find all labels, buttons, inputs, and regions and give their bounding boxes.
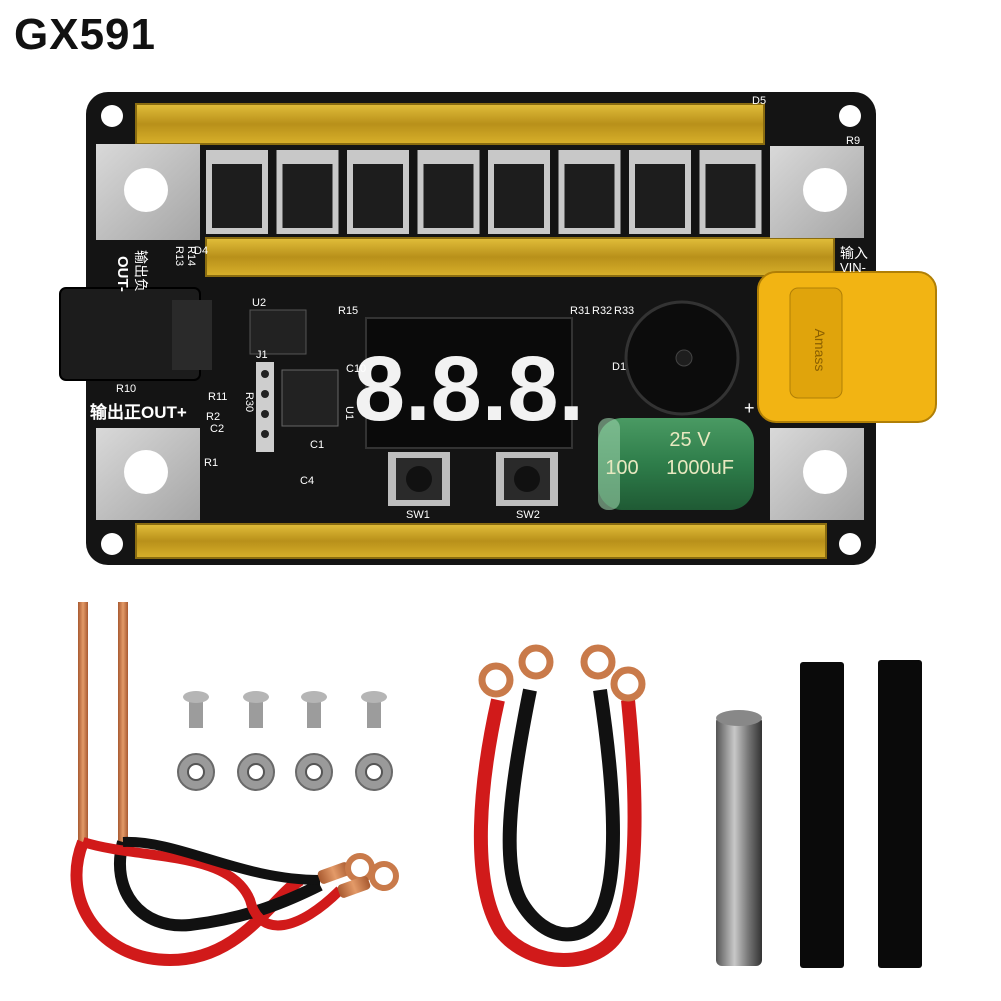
- screws-and-nuts: [177, 691, 393, 791]
- nut: [237, 753, 275, 791]
- mosfet: [347, 150, 409, 234]
- screw: [361, 691, 387, 728]
- mosfet-row: [206, 150, 762, 234]
- label-c2: C2: [210, 423, 224, 435]
- capacitor-voltage: 25 V: [669, 429, 711, 451]
- welding-pens: [70, 602, 399, 967]
- mosfet: [276, 150, 339, 234]
- label-r14: R14: [185, 246, 197, 266]
- label-r1: R1: [204, 457, 218, 469]
- seven-segment-display: [365, 317, 573, 449]
- pcb-board: 8.8.8. 25 V 1000uF 100: [59, 92, 937, 565]
- label-r30: R30: [243, 392, 255, 412]
- chip-u1: [281, 369, 339, 427]
- mount-hole: [839, 105, 861, 127]
- label-d4: D4: [194, 245, 208, 257]
- label-c10: C10: [346, 363, 366, 375]
- connector-brand: Amass: [812, 329, 828, 372]
- label-vin-cn: 输入: [840, 245, 868, 261]
- mount-hole: [101, 533, 123, 555]
- mosfet: [629, 150, 691, 234]
- gold-bus-bar: [205, 237, 835, 277]
- capacitor-capacity: 1000uF: [666, 457, 734, 479]
- label-r31: R31: [570, 305, 590, 317]
- label-plus: +: [744, 398, 755, 418]
- mount-hole: [839, 533, 861, 555]
- capacitor: 25 V 1000uF 100: [598, 418, 754, 510]
- gold-bus-bar: [135, 523, 827, 559]
- label-r10: R10: [116, 383, 136, 395]
- nut: [355, 753, 393, 791]
- xt60-connector: Amass: [757, 271, 937, 423]
- mount-hole: [101, 105, 123, 127]
- label-r32: R32: [592, 305, 612, 317]
- label-j1: J1: [256, 349, 268, 361]
- nut: [177, 753, 215, 791]
- battery-cable: [473, 644, 646, 967]
- nickel-strip-roll: [716, 710, 762, 966]
- header-j1: [256, 362, 274, 452]
- mosfet: [417, 150, 480, 234]
- label-d5: D5: [752, 95, 766, 107]
- ring-terminal: [317, 853, 399, 898]
- label-u2: U2: [252, 297, 266, 309]
- label-r2: R2: [206, 411, 220, 423]
- label-r15: R15: [338, 305, 358, 317]
- gold-bus-bar: [135, 103, 765, 145]
- screw: [301, 691, 327, 728]
- label-sw1: SW1: [406, 509, 430, 521]
- button-sw1: [388, 452, 450, 506]
- mosfet: [206, 150, 268, 234]
- label-r9: R9: [846, 135, 860, 147]
- mosfet: [558, 150, 621, 234]
- mosfet: [488, 150, 550, 234]
- button-sw2: [496, 452, 558, 506]
- product-title: GX591: [14, 10, 156, 59]
- label-out-plus: 输出正OUT+: [90, 402, 187, 422]
- silkscreen-labels: D5 R9 D4 OUT- 输出负 R13 R14 输入 VIN- U2 R15…: [90, 95, 868, 521]
- label-r33: R33: [614, 305, 634, 317]
- screw: [183, 691, 209, 728]
- display-readout: 8.8.8.: [354, 338, 584, 440]
- label-sw2: SW2: [516, 509, 540, 521]
- heat-shrink-tube: [800, 662, 844, 968]
- heat-shrink-tube: [878, 660, 922, 968]
- label-d1: D1: [612, 361, 626, 373]
- label-c1: C1: [310, 439, 324, 451]
- nut: [295, 753, 333, 791]
- label-out-minus-cn: 输出负: [133, 250, 149, 292]
- label-out-minus: OUT-: [114, 256, 131, 292]
- mosfet: [699, 150, 762, 234]
- label-r13: R13: [173, 246, 185, 266]
- label-vin: VIN-: [840, 260, 866, 275]
- label-u1: U1: [343, 406, 355, 420]
- screw: [243, 691, 269, 728]
- label-r11: R11: [208, 391, 227, 403]
- capacitor-code: 100: [605, 457, 638, 479]
- label-c4: C4: [300, 475, 314, 487]
- chip-u2: [249, 309, 307, 355]
